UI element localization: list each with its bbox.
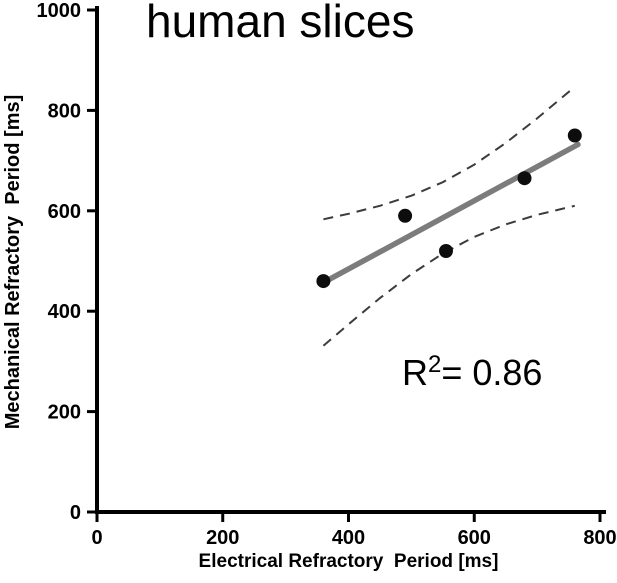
y-tick-label: 200 <box>48 402 81 424</box>
y-axis-label: Mechanical Refractory Period [ms] <box>2 94 24 430</box>
data-point <box>316 274 331 289</box>
data-point <box>439 244 453 258</box>
r-squared-value: = 0.86 <box>441 352 543 393</box>
r-squared-exponent: 2 <box>428 351 442 378</box>
regression-line <box>320 141 581 286</box>
y-tick-label: 400 <box>48 301 81 323</box>
x-axis-label: Electrical Refractory Period [ms] <box>198 551 499 572</box>
confidence-band-lower <box>322 204 576 347</box>
x-tick-label: 400 <box>332 527 365 549</box>
data-point <box>567 128 582 143</box>
axes-spines <box>95 6 606 514</box>
r-squared-annotation: R2= 0.86 <box>402 352 542 394</box>
r-squared-symbol: R <box>402 352 428 393</box>
confidence-band-upper <box>323 86 576 221</box>
x-tick-label: 200 <box>206 527 239 549</box>
data-point <box>517 171 532 186</box>
x-tick-label: 600 <box>458 527 491 549</box>
data-point <box>398 208 413 223</box>
y-tick-label: 800 <box>48 100 81 122</box>
y-tick-label: 0 <box>70 502 81 524</box>
x-tick-label: 0 <box>91 527 102 549</box>
y-tick-label: 600 <box>48 201 81 223</box>
y-tick-label: 1000 <box>37 0 82 22</box>
x-tick-label: 800 <box>583 527 616 549</box>
chart-title: human slices <box>146 0 415 47</box>
